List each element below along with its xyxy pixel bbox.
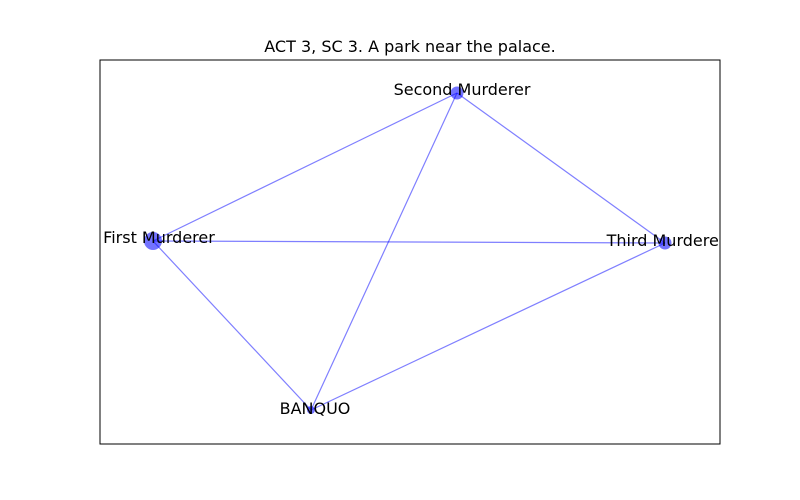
edge-third-banquo xyxy=(310,242,666,411)
edge-first-banquo xyxy=(152,240,312,411)
edge-second-banquo xyxy=(310,92,458,411)
node-second xyxy=(450,86,464,100)
edges-layer xyxy=(152,92,666,411)
axes-frame xyxy=(99,59,721,445)
node-label-second: Second Murderer xyxy=(394,80,531,99)
edge-second-third xyxy=(456,92,666,244)
chart-title: ACT 3, SC 3. A park near the palace. xyxy=(264,37,555,56)
nodes-layer xyxy=(144,86,672,414)
edge-first-third xyxy=(152,240,666,244)
node-label-third: Third Murderer xyxy=(606,231,726,250)
node-first xyxy=(144,232,162,250)
node-third xyxy=(658,236,672,250)
node-label-first: First Murderer xyxy=(103,228,215,247)
node-label-banquo: BANQUO xyxy=(280,399,351,418)
edge-first-second xyxy=(152,92,458,242)
node-banquo xyxy=(307,406,315,414)
